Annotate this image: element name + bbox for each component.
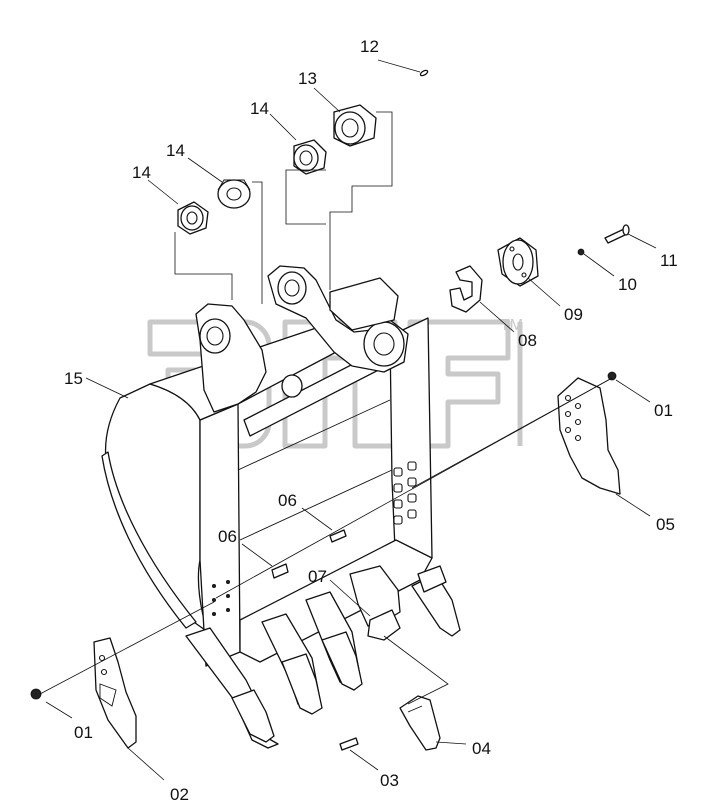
callout-03: 03 — [380, 771, 399, 790]
callout-10: 10 — [618, 275, 637, 294]
callout-06-a: 06 — [278, 491, 297, 510]
assembly-guide-lines — [174, 111, 393, 304]
part-11-bolt — [604, 224, 630, 244]
callout-07: 07 — [308, 567, 327, 586]
callout-09: 09 — [564, 305, 583, 324]
bucket-teeth — [185, 565, 461, 749]
tooth-1 — [185, 627, 279, 749]
part-14-bushing-b — [217, 179, 251, 209]
callout-14-c: 14 — [132, 163, 151, 182]
tooth-2 — [261, 613, 323, 715]
callout-14-a: 14 — [250, 99, 269, 118]
callout-labels: 12 13 14 14 14 11 10 09 08 15 01 05 06 0… — [64, 37, 678, 804]
trademark-mark: TM — [500, 317, 523, 334]
part-13-bushing — [333, 104, 377, 147]
side-pin-hardware — [449, 224, 630, 313]
part-06-bolts — [271, 529, 347, 579]
callout-05: 05 — [656, 515, 675, 534]
tooth-3 — [305, 591, 363, 691]
part-12-cotter-pin — [419, 69, 429, 77]
callout-06-b: 06 — [218, 527, 237, 546]
part-01-nut-right — [607, 371, 617, 381]
callout-11: 11 — [660, 251, 678, 270]
callout-08: 08 — [518, 331, 537, 350]
part-01-nut-left — [30, 688, 42, 700]
part-02-side-cutter — [30, 637, 137, 749]
callout-01-right: 01 — [654, 401, 673, 420]
part-04-tooth-tip — [399, 695, 441, 751]
part-07-cutting-edge — [367, 609, 401, 641]
right-plate-bolt-holes — [393, 461, 417, 525]
leader-lines — [39, 59, 657, 781]
callout-12: 12 — [360, 37, 379, 56]
part-10-nut — [577, 248, 585, 256]
part-09-plate — [497, 237, 539, 287]
part-08-retaining-ring — [449, 265, 483, 313]
callout-02: 02 — [170, 785, 189, 804]
tooth-5 — [411, 565, 461, 637]
part-14-bushing-c — [177, 201, 209, 235]
part-14-bushing-a — [293, 139, 327, 175]
left-plate-bolt-holes — [211, 580, 230, 617]
callout-04: 04 — [472, 739, 491, 758]
callout-14-b: 14 — [166, 141, 185, 160]
callout-01-left: 01 — [74, 723, 93, 742]
part-03-pin — [339, 737, 359, 751]
callout-15: 15 — [64, 369, 83, 388]
pin-hardware-top — [177, 69, 429, 235]
callout-13: 13 — [298, 69, 317, 88]
